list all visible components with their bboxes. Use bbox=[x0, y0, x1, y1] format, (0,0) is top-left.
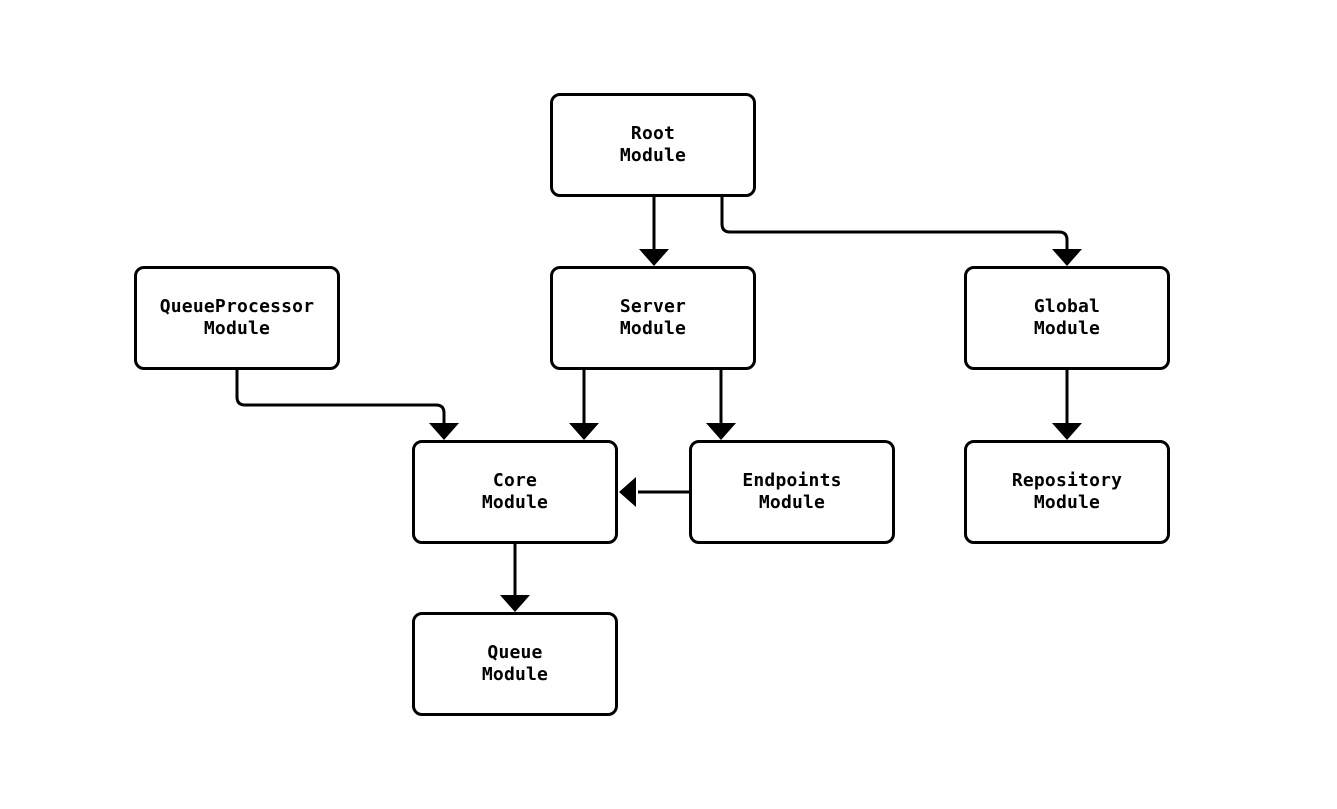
node-label-line1: Global bbox=[1033, 296, 1101, 317]
node-label-line2: Module bbox=[1033, 492, 1101, 513]
node-label-line1: Root bbox=[630, 123, 676, 144]
edge-endpoints-to-core bbox=[619, 477, 689, 507]
edge-root-to-global bbox=[720, 197, 1082, 266]
node-label-line2: Module bbox=[758, 492, 826, 513]
node-global-module: Global Module bbox=[964, 266, 1170, 370]
edge-global-to-repository bbox=[1052, 370, 1082, 440]
node-queueprocessor-module: QueueProcessor Module bbox=[134, 266, 340, 370]
node-repository-module: Repository Module bbox=[964, 440, 1170, 544]
node-label-line2: Module bbox=[481, 664, 549, 685]
edge-server-to-core bbox=[569, 370, 599, 440]
node-label-line2: Module bbox=[1033, 318, 1101, 339]
node-server-module: Server Module bbox=[550, 266, 756, 370]
node-endpoints-module: Endpoints Module bbox=[689, 440, 895, 544]
node-root-module: Root Module bbox=[550, 93, 756, 197]
node-label-line2: Module bbox=[619, 318, 687, 339]
node-label-line2: Module bbox=[481, 492, 549, 513]
node-queue-module: Queue Module bbox=[412, 612, 618, 716]
node-label-line1: Core bbox=[492, 470, 538, 491]
edge-root-to-server bbox=[639, 197, 669, 266]
edge-queueprocessor-to-core bbox=[235, 370, 459, 440]
node-core-module: Core Module bbox=[412, 440, 618, 544]
node-label-line1: QueueProcessor bbox=[159, 296, 315, 317]
node-label-line1: Repository bbox=[1011, 470, 1123, 491]
node-label-line2: Module bbox=[203, 318, 271, 339]
edge-core-to-queue bbox=[500, 544, 530, 612]
node-label-line1: Queue bbox=[487, 642, 543, 663]
node-label-line1: Endpoints bbox=[742, 470, 842, 491]
edge-server-to-endpoints bbox=[706, 370, 736, 440]
node-label-line1: Server bbox=[619, 296, 687, 317]
node-label-line2: Module bbox=[619, 145, 687, 166]
